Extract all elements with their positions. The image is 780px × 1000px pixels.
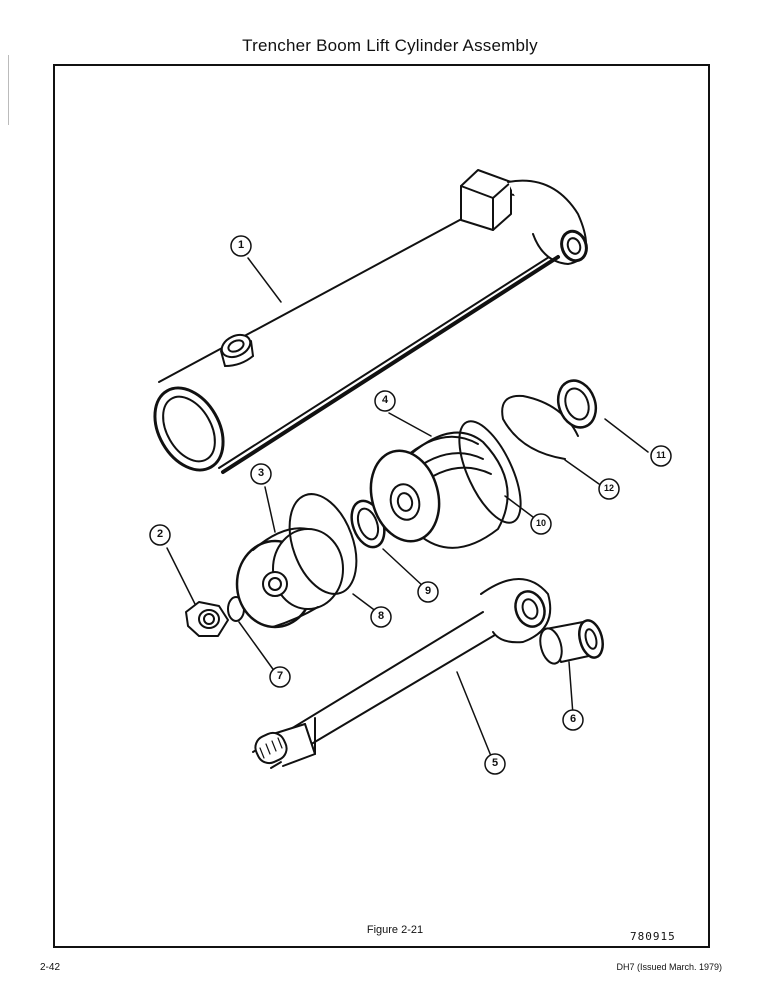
page-number: 2-42 bbox=[40, 962, 61, 973]
callout-10: 10 bbox=[535, 518, 546, 528]
callout-circles bbox=[149, 235, 672, 775]
margin-mark bbox=[8, 55, 9, 125]
exploded-parts-diagram bbox=[149, 169, 672, 775]
callout-11: 11 bbox=[656, 450, 666, 460]
issue-note: DH7 (Issued March. 1979) bbox=[616, 962, 722, 972]
callout-2: 2 bbox=[156, 528, 164, 540]
callout-labels: 1 2 3 4 5 6 7 8 9 10 11 12 bbox=[53, 64, 710, 948]
cylinder-barrel bbox=[153, 169, 588, 474]
figure-caption: Figure 2-21 bbox=[366, 924, 424, 936]
piston-rod bbox=[252, 578, 552, 769]
callout-4: 4 bbox=[381, 394, 389, 406]
piston bbox=[235, 527, 344, 629]
callout-3: 3 bbox=[257, 467, 265, 479]
wiper-seal bbox=[556, 379, 598, 429]
snap-ring bbox=[501, 394, 579, 460]
leader-lines bbox=[166, 257, 649, 762]
callout-5: 5 bbox=[491, 757, 499, 769]
callout-9: 9 bbox=[424, 585, 432, 597]
callout-12: 12 bbox=[603, 483, 614, 493]
seal-ring bbox=[458, 420, 522, 524]
rod-eye-bushing bbox=[539, 619, 604, 665]
callout-8: 8 bbox=[377, 610, 385, 622]
callout-1: 1 bbox=[237, 239, 245, 251]
hex-nut bbox=[185, 601, 229, 637]
callout-6: 6 bbox=[569, 713, 577, 725]
figure-frame bbox=[53, 64, 710, 948]
reference-number: 780915 bbox=[630, 930, 676, 943]
o-ring-piston bbox=[288, 493, 358, 595]
callout-7: 7 bbox=[276, 670, 284, 682]
gland bbox=[369, 431, 509, 549]
page-title: Trencher Boom Lift Cylinder Assembly bbox=[242, 36, 538, 55]
